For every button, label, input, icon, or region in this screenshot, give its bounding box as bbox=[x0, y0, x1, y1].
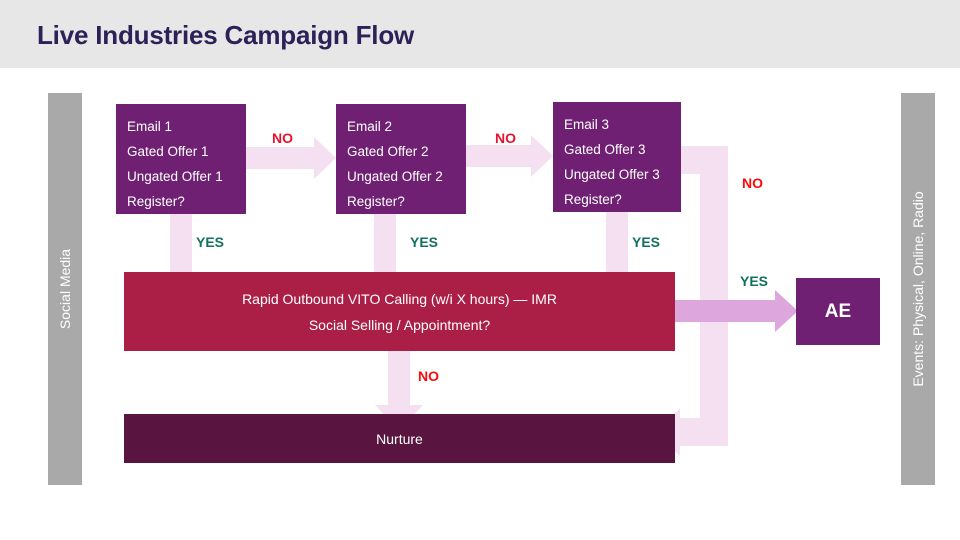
node-vito-line-1: Rapid Outbound VITO Calling (w/i X hours… bbox=[242, 290, 557, 307]
edge-vito-yes-shaft bbox=[675, 300, 775, 322]
edge-email2-no-shaft bbox=[466, 145, 531, 167]
node-email-3-line-3: Ungated Offer 3 bbox=[564, 167, 660, 182]
node-email-1-line-3: Ungated Offer 1 bbox=[127, 169, 223, 184]
edge-email3-yes-shaft bbox=[606, 212, 628, 277]
node-email-2-line-2: Gated Offer 2 bbox=[347, 144, 429, 159]
channel-label-left: Social Media bbox=[57, 248, 73, 330]
node-email-3-line-2: Gated Offer 3 bbox=[564, 142, 646, 157]
channel-bar-events: Events: Physical, Online, Radio bbox=[901, 93, 935, 485]
edge-label-yes-email1: YES bbox=[196, 234, 225, 250]
channel-label-right: Events: Physical, Online, Radio bbox=[910, 191, 926, 387]
node-email-1-line-2: Gated Offer 1 bbox=[127, 144, 209, 159]
node-email-1-line-4: Register? bbox=[127, 194, 185, 209]
page-title: Live Industries Campaign Flow bbox=[37, 20, 415, 50]
node-email-2-line-1: Email 2 bbox=[347, 119, 393, 134]
edge-email3-no-horizontal bbox=[680, 418, 728, 446]
edge-email3-no-stub bbox=[681, 146, 705, 174]
node-email-2-line-3: Ungated Offer 2 bbox=[347, 169, 443, 184]
edge-email1-no-shaft bbox=[246, 147, 314, 169]
node-email-2-line-4: Register? bbox=[347, 194, 405, 209]
edge-label-no-email3: NO bbox=[742, 175, 763, 191]
node-email-3-line-4: Register? bbox=[564, 192, 622, 207]
edge-label-no-email1: NO bbox=[272, 130, 293, 146]
edge-vito-yes-arrowhead bbox=[775, 290, 798, 332]
node-email-1[interactable]: Email 1 Gated Offer 1 Ungated Offer 1 Re… bbox=[116, 104, 246, 214]
edge-email1-yes-shaft bbox=[170, 214, 192, 277]
edge-label-yes-vito: YES bbox=[740, 273, 769, 289]
node-vito-calling[interactable]: Rapid Outbound VITO Calling (w/i X hours… bbox=[124, 272, 675, 351]
edge-email3-no-vertical bbox=[700, 146, 728, 446]
edge-email2-no-arrowhead bbox=[531, 135, 553, 177]
node-vito-line-2: Social Selling / Appointment? bbox=[308, 316, 491, 333]
header-bar bbox=[0, 0, 960, 68]
node-nurture[interactable]: Nurture bbox=[124, 414, 675, 463]
node-nurture-label: Nurture bbox=[376, 430, 423, 447]
edge-vito-no-shaft bbox=[388, 351, 410, 413]
node-email-3-line-1: Email 3 bbox=[564, 117, 610, 132]
edge-label-no-email2: NO bbox=[495, 130, 516, 146]
edge-label-yes-email3: YES bbox=[632, 234, 661, 250]
edge-label-yes-email2: YES bbox=[410, 234, 439, 250]
node-email-2[interactable]: Email 2 Gated Offer 2 Ungated Offer 2 Re… bbox=[336, 104, 466, 214]
node-ae[interactable]: AE bbox=[796, 278, 880, 345]
channel-bar-social-media: Social Media bbox=[48, 93, 82, 485]
node-email-3[interactable]: Email 3 Gated Offer 3 Ungated Offer 3 Re… bbox=[553, 102, 681, 212]
edge-label-no-vito: NO bbox=[418, 368, 439, 384]
node-ae-label: AE bbox=[824, 300, 852, 322]
edge-email2-yes-shaft bbox=[374, 214, 396, 277]
edge-email1-no-arrowhead bbox=[314, 137, 336, 179]
node-email-1-line-1: Email 1 bbox=[127, 119, 173, 134]
